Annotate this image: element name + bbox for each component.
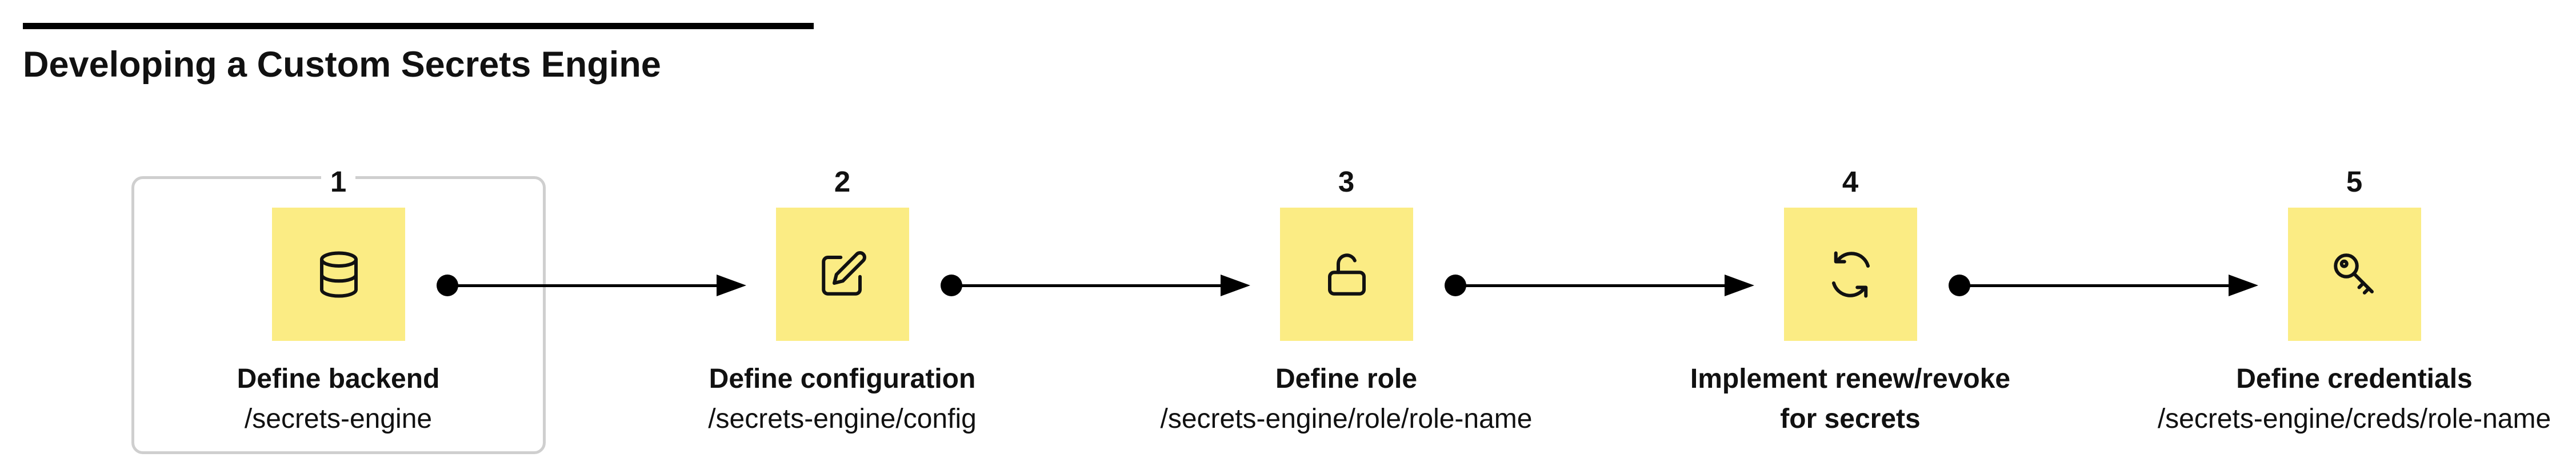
step-4-tile <box>1784 208 1917 341</box>
step-5-label: Define credentials /secrets-engine/creds… <box>2149 359 2560 439</box>
step-2-name: Define configuration <box>709 364 976 394</box>
edit-icon <box>821 251 866 296</box>
step-5-tile <box>2288 208 2421 341</box>
arrow-head <box>2229 275 2258 296</box>
arrow-shaft <box>1455 284 1727 287</box>
database-icon <box>319 251 358 297</box>
arrow-shaft <box>447 284 719 287</box>
step-1-path: /secrets-engine <box>244 403 433 434</box>
arrow-head <box>1725 275 1754 296</box>
arrow-step-1-to-2 <box>437 275 746 297</box>
step-4-name-line-2: for secrets <box>1780 403 1921 434</box>
step-5-name: Define credentials <box>2236 364 2473 394</box>
step-2-path: /secrets-engine/config <box>708 403 977 434</box>
page-title: Developing a Custom Secrets Engine <box>23 45 661 85</box>
arrow-step-2-to-3 <box>941 275 1250 297</box>
step-2-label: Define configuration /secrets-engine/con… <box>637 359 1048 439</box>
step-2-number: 2 <box>825 164 859 200</box>
step-4-name-line-1: Implement renew/revoke <box>1690 364 2011 394</box>
arrow-head <box>717 275 746 296</box>
step-3-number: 3 <box>1329 164 1363 200</box>
step-1-tile <box>272 208 405 341</box>
arrow-head <box>1221 275 1250 296</box>
step-5-path: /secrets-engine/creds/role-name <box>2157 403 2551 434</box>
arrow-step-4-to-5 <box>1949 275 2258 297</box>
step-3-tile <box>1280 208 1413 341</box>
step-5-number: 5 <box>2337 164 2371 200</box>
arrow-shaft <box>1959 284 2231 287</box>
arrow-shaft <box>951 284 1223 287</box>
key-icon <box>2333 253 2374 295</box>
step-3-label: Define role /secrets-engine/role/role-na… <box>1141 359 1552 439</box>
step-4-label: Implement renew/revoke for secrets <box>1645 359 2056 439</box>
step-3-name: Define role <box>1275 364 1418 394</box>
step-4-number: 4 <box>1833 164 1867 200</box>
step-2-tile <box>776 208 909 341</box>
refresh-icon <box>1831 251 1870 297</box>
step-1-name: Define backend <box>237 364 440 394</box>
arrow-step-3-to-4 <box>1445 275 1754 297</box>
title-underline-bar <box>23 23 814 29</box>
step-1-number: 1 <box>321 164 355 200</box>
step-3-path: /secrets-engine/role/role-name <box>1160 403 1533 434</box>
unlock-icon <box>1327 253 1366 296</box>
step-1-label: Define backend /secrets-engine <box>133 359 544 439</box>
